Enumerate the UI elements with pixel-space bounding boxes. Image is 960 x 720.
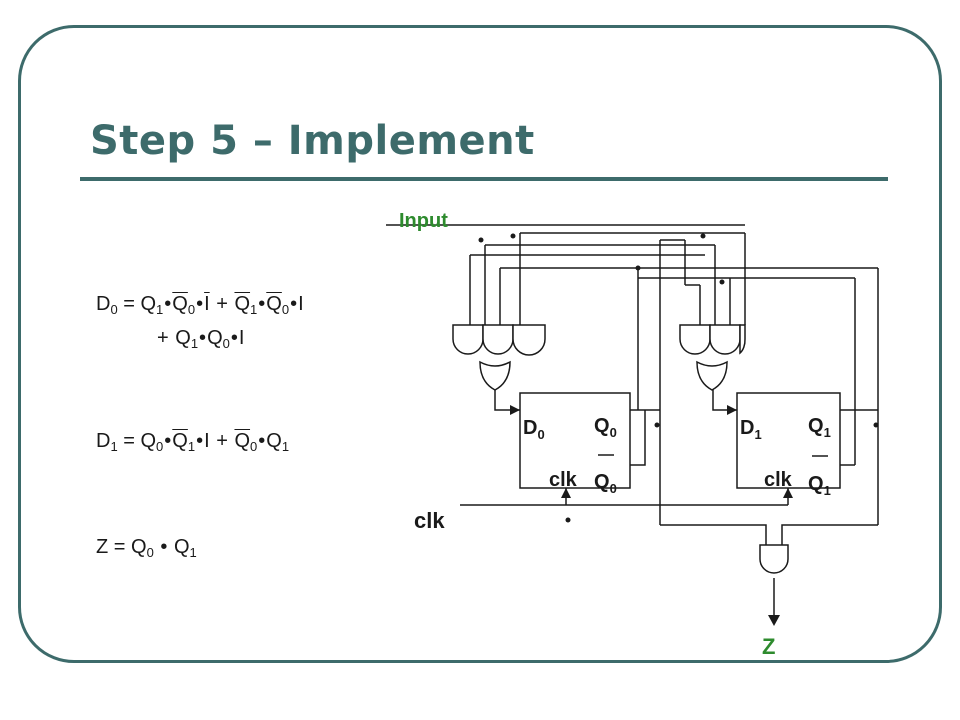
ff1-clk-label: clk (764, 469, 793, 491)
equation-d0: D0 = Q1•Q0•I + Q1•Q0•I (96, 291, 304, 317)
or0-to-d0 (494, 385, 520, 411)
equation-lhs: Z (96, 536, 109, 558)
clk-label: clk (414, 508, 445, 533)
variable: Q0 (131, 536, 154, 560)
operator: • (154, 536, 173, 558)
variable: Q1 (266, 430, 290, 454)
ff1-d-label: D1 (740, 417, 762, 442)
ff0-qbar-out (630, 410, 646, 466)
junction-dot (873, 422, 879, 428)
z-and-in-a (660, 524, 767, 545)
junction-dot (478, 237, 484, 243)
ff0-clk-label: clk (549, 469, 578, 491)
equals-sign: = (117, 430, 141, 452)
and-gate-1c (739, 324, 746, 355)
or1-to-d1 (712, 385, 737, 411)
operator: • (199, 327, 207, 349)
operator: + (210, 293, 234, 315)
input-label: Input (399, 210, 448, 232)
variable: I (204, 430, 210, 452)
operator: • (164, 430, 172, 452)
operator: • (258, 293, 266, 315)
and-gate-0a (452, 324, 484, 355)
equation-lhs: D1 (96, 430, 118, 454)
junction-dot (565, 517, 571, 523)
ff0-d-label: D0 (523, 417, 545, 442)
operator: • (196, 430, 204, 452)
variable: I (298, 293, 304, 315)
equals-sign: = (108, 536, 132, 558)
flipflop-0 (519, 392, 631, 489)
junction-dot (654, 422, 660, 428)
equation-d1: D1 = Q0•Q1•I + Q0•Q1 (96, 428, 289, 454)
operator: • (258, 430, 266, 452)
slide-frame (18, 25, 942, 663)
equals-sign: = (117, 293, 141, 315)
negated-variable: I (204, 293, 210, 315)
negated-variable: Q0 (172, 293, 196, 317)
variable: Q1 (173, 536, 197, 560)
junction-dot (510, 233, 516, 239)
junction-dot (635, 265, 641, 271)
negated-variable: Q0 (234, 430, 258, 454)
and-gate-1b (709, 324, 741, 355)
variable: Q1 (140, 293, 164, 317)
negated-variable: Q0 (266, 293, 290, 317)
equation-z: Z = Q0 • Q1 (96, 534, 197, 560)
variable: I (238, 327, 245, 349)
ff0-q-label: Q0 (594, 415, 617, 440)
operator: + (157, 327, 175, 349)
title-underline (80, 177, 888, 181)
flipflop-1 (736, 392, 841, 489)
arrow-d0 (510, 405, 520, 415)
or-gate-1 (696, 360, 728, 391)
and-gate-0c (512, 324, 546, 356)
ff1-q-label: Q1 (808, 415, 831, 440)
operator: + (210, 430, 234, 452)
arrow-clk-ff0 (561, 488, 571, 498)
ff1-qbar-label: Q1 (808, 473, 831, 498)
negated-variable: Q1 (172, 430, 196, 454)
slide-title: Step 5 – Implement (90, 118, 535, 164)
variable: Q1 (175, 327, 199, 351)
and-gate-0b (482, 324, 514, 355)
operator: • (290, 293, 298, 315)
variable: Q0 (140, 430, 164, 454)
and-gate-1a (679, 324, 711, 355)
junction-dot (719, 279, 725, 285)
equation-d0-continuation: + Q1•Q0•I (156, 325, 244, 351)
or-gate-0 (479, 360, 511, 391)
arrow-z (768, 615, 780, 626)
z-and-in-b (781, 524, 878, 545)
operator: • (196, 293, 204, 315)
arrow-clk-ff1 (783, 488, 793, 498)
variable: Q0 (207, 327, 230, 351)
ff0-qbar-label: Q0 (594, 471, 617, 496)
operator: • (230, 327, 238, 349)
output-and-gate (759, 544, 789, 574)
arrow-d1 (727, 405, 737, 415)
negated-variable: Q1 (234, 293, 258, 317)
junction-dot (700, 233, 706, 239)
equation-lhs: D0 (96, 293, 118, 317)
operator: • (164, 293, 172, 315)
output-label: Z (762, 634, 775, 659)
